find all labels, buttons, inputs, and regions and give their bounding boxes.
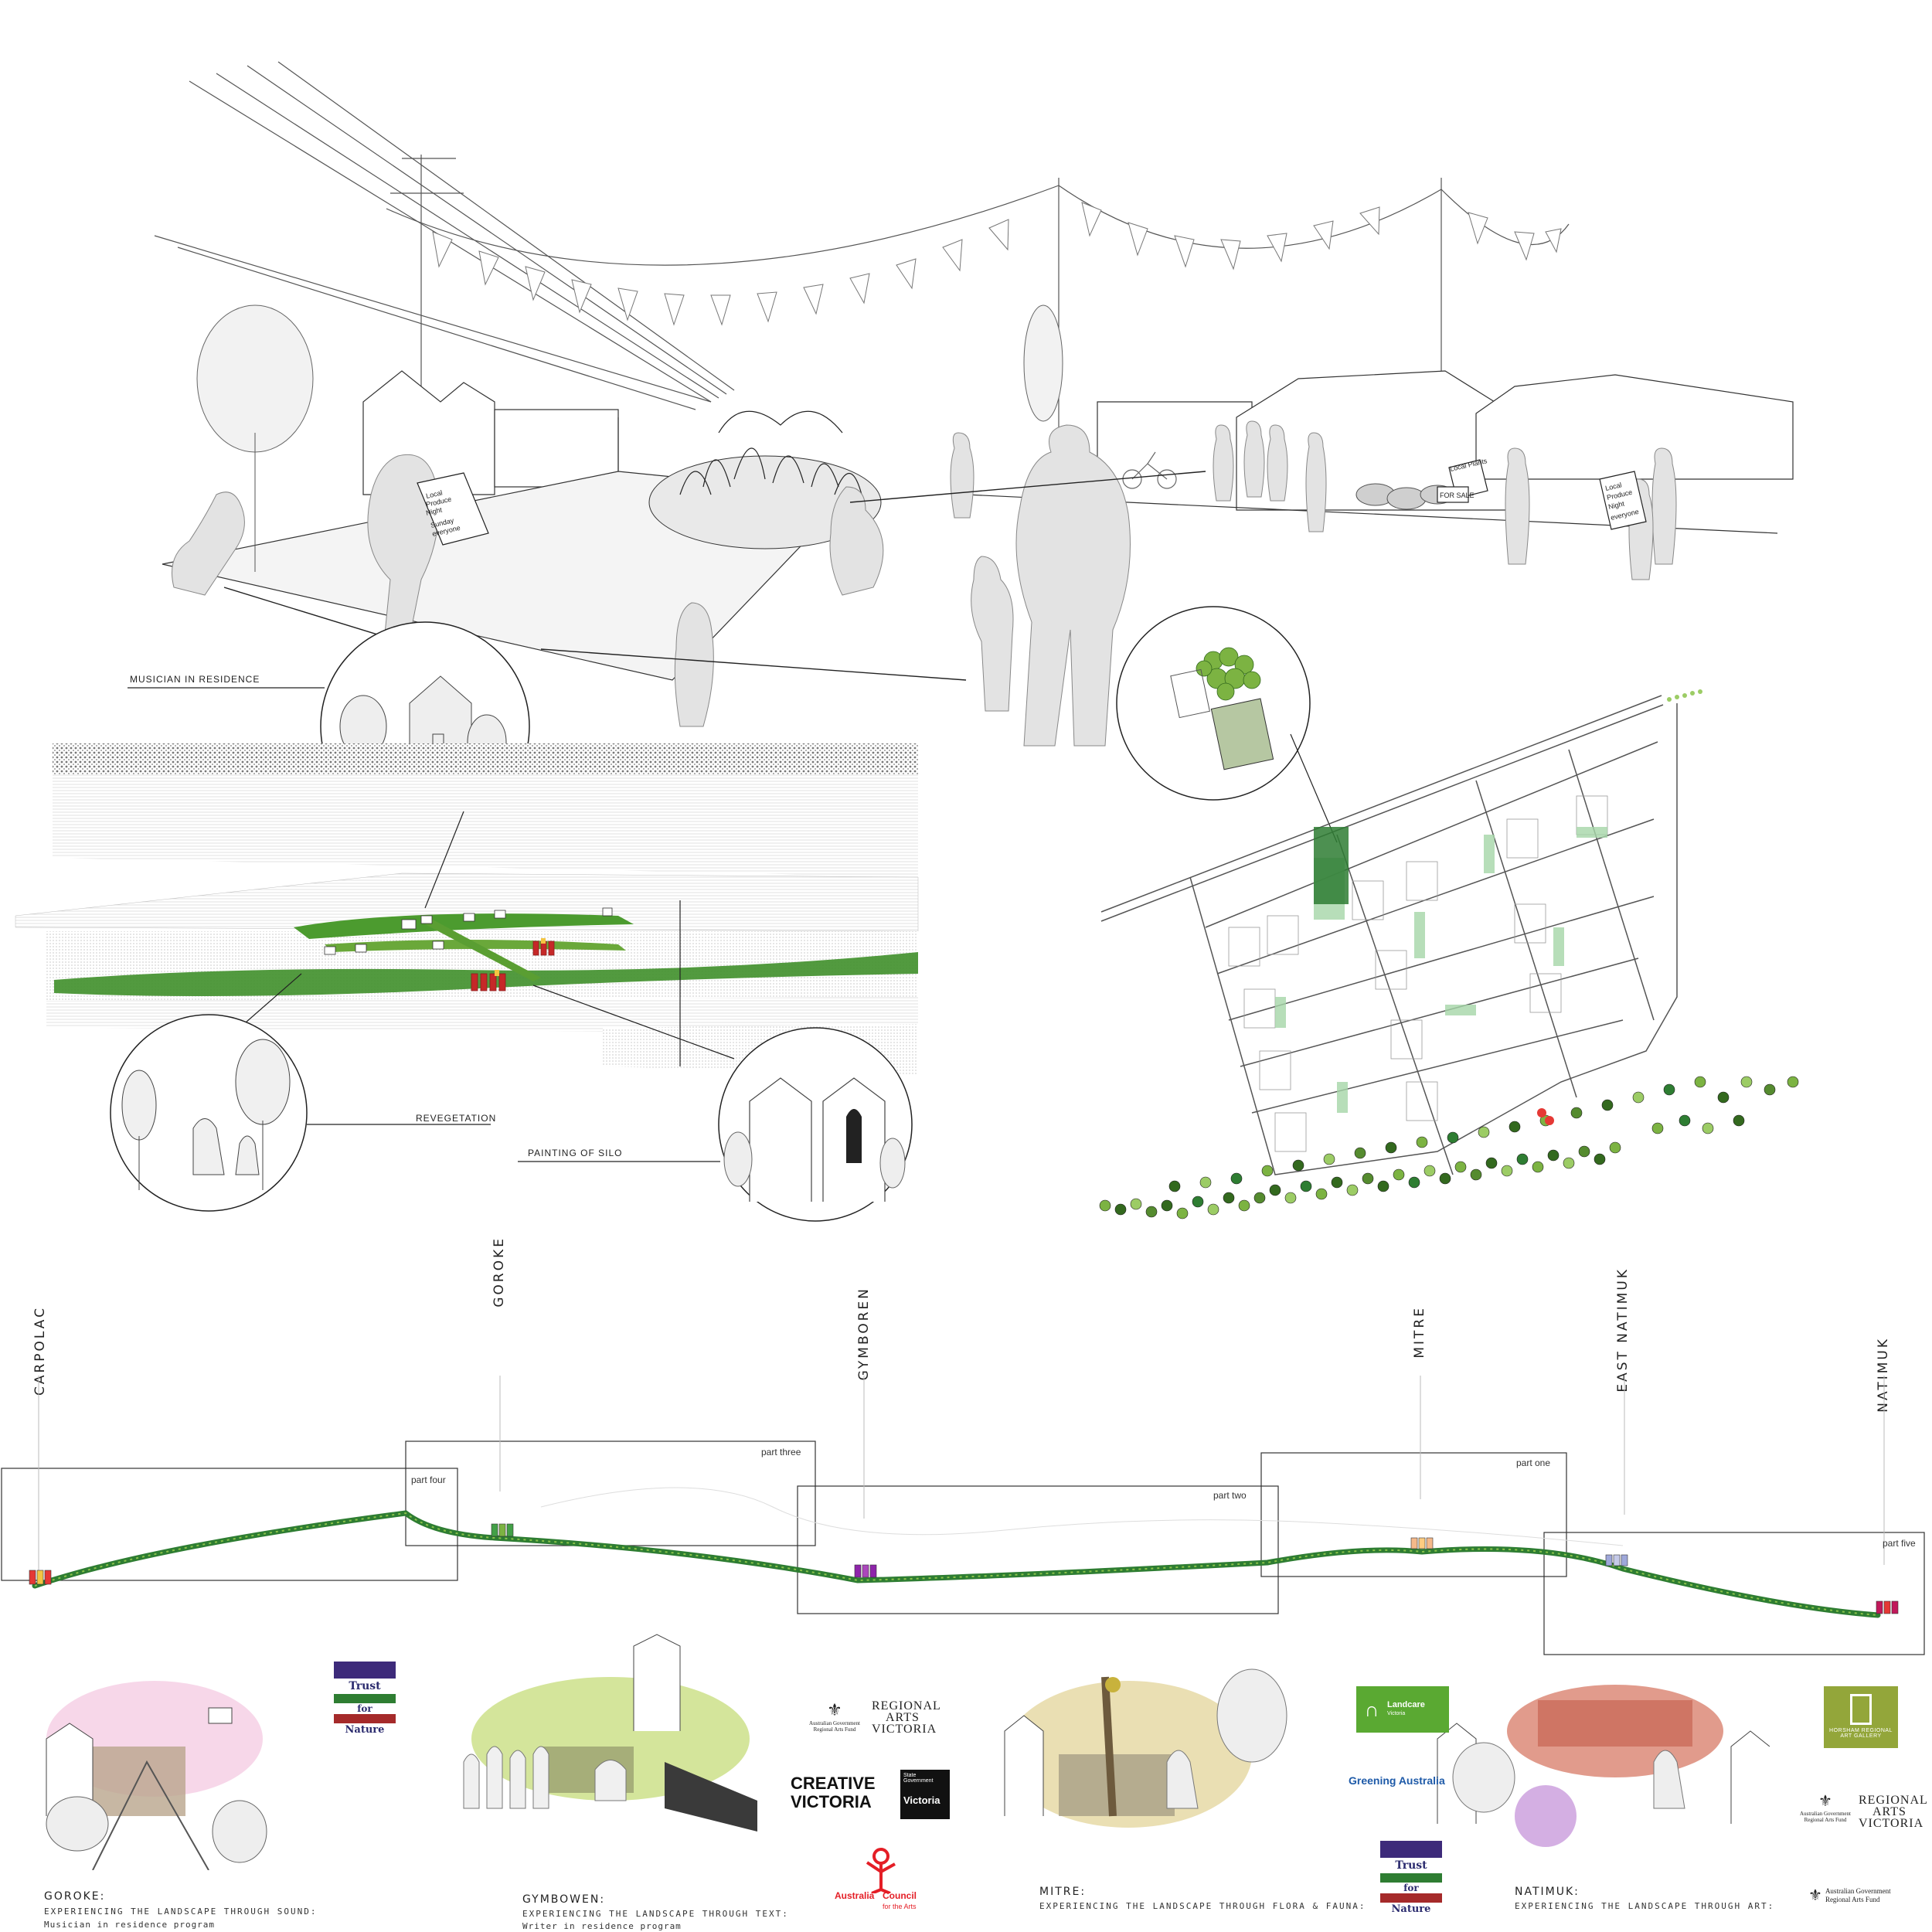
australian-government-logo-3: ⚜ Australian Government Regional Arts Fu… [1808,1886,1891,1905]
landcare-victoria-logo: ∩ Landcare Victoria [1356,1686,1449,1733]
regional-arts-victoria-logo: REGIONAL ARTS VICTORIA [872,1699,941,1736]
rav-line-1: REGIONAL [872,1699,941,1713]
nature-text: Nature [345,1724,385,1736]
sign-text: Night [425,505,443,517]
horsham-regional-art-gallery-logo: HORSHAM REGIONAL ART GALLERY [1824,1686,1898,1748]
natimuk-art-collage [1437,1685,1770,1847]
caption-theme-goroke: EXPERIENCING THE LANDSCAPE THROUGH SOUND… [44,1906,318,1917]
horsham-text: HORSHAM REGIONAL ART GALLERY [1829,1728,1893,1739]
town-label-mitre: MITRE [1412,1306,1427,1359]
trust-for-nature-logo-2: Trust for Nature [1380,1841,1442,1926]
gallery-building-icon [1850,1694,1872,1725]
silo-detail-circle [518,1027,913,1222]
victoria-text: VICTORIA [791,1792,872,1811]
coat-of-arms-icon: ⚜ [827,1700,842,1719]
regional-arts-victoria-logo-2: REGIONAL ARTS VICTORIA [1859,1794,1928,1830]
regional-arts-fund-text: Regional Arts Fund [1825,1895,1880,1903]
sign-text: FOR SALE [1440,492,1475,499]
sign-text: Local [425,488,443,500]
trust-text: Trust [1395,1859,1427,1872]
rav-line-2: ARTS [1872,1805,1906,1818]
state-government-victoria-logo: State Government Victoria [900,1770,950,1819]
caption-title-goroke: GOROKE: [44,1890,106,1903]
gymbowen-text-collage [463,1634,757,1832]
caption-title-gymbowen: GYMBOWEN: [522,1893,606,1906]
street-perspective-sketch: Local Produce Night Sunday everyone Loca… [154,61,1794,747]
mitre-flora-fauna-collage [1004,1668,1287,1828]
for-text: for [357,1703,372,1714]
australia-council-figure-icon [866,1848,896,1893]
rav-line-1: REGIONAL [1859,1794,1928,1807]
caption-program-gymbowen: Writer in residence program [522,1921,682,1931]
creative-text: CREATIVE [791,1774,876,1793]
part-label-two: part two [1213,1490,1247,1501]
for-the-arts-text: for the Arts [883,1903,917,1910]
aus-gov-text: Australian Government [1800,1811,1851,1817]
landcare-text: Landcare [1387,1700,1425,1709]
state-text: State [903,1773,917,1778]
caption-title-natimuk: NATIMUK: [1515,1886,1580,1898]
regional-arts-fund-text: Regional Arts Fund [813,1726,856,1733]
town-label-east-natimuk: EAST NATIMUK [1615,1267,1631,1393]
part-label-four: part four [411,1475,446,1485]
part-label-three: part three [761,1447,801,1458]
part-label-five: part five [1883,1538,1916,1549]
creative-victoria-logo: CREATIVE VICTORIA [791,1774,876,1811]
caption-theme-mitre: EXPERIENCING THE LANDSCAPE THROUGH FLORA… [1039,1901,1366,1911]
town-label-gymboren: GYMBOREN [856,1287,872,1381]
trust-for-nature-logo: Trust for Nature [334,1662,396,1747]
rav-line-3: VICTORIA [872,1723,937,1736]
australia-council-logo: Australia Council for the Arts [835,1847,927,1917]
regional-arts-fund-text: Regional Arts Fund [1804,1817,1847,1823]
greening-australia-text: Greening Australia [1349,1774,1445,1787]
council-text: Council [883,1890,917,1901]
revegetation-detail-circle [110,1014,491,1212]
victoria-text: Victoria [903,1794,940,1806]
nature-text: Nature [1391,1903,1431,1915]
government-text: Government [903,1778,934,1784]
aus-gov-text: Australian Government [809,1720,860,1726]
caption-theme-natimuk: EXPERIENCING THE LANDSCAPE THROUGH ART: [1515,1901,1775,1911]
rav-line-3: VICTORIA [1859,1817,1924,1830]
callout-musician-in-residence: MUSICIAN IN RESIDENCE [130,674,260,685]
coat-of-arms-icon: ⚜ [1808,1887,1822,1904]
callout-revegetation: REVEGETATION [416,1113,497,1124]
australian-government-logo: ⚜ Australian Government Regional Arts Fu… [804,1700,866,1733]
goroke-sound-collage [46,1681,267,1870]
town-label-goroke: GOROKE [492,1236,507,1308]
sign-text: Night [1607,499,1625,511]
sign-text: Local [1604,481,1622,492]
landcare-victoria-text: Victoria [1387,1711,1406,1716]
town-plan [1099,606,1799,1219]
australia-text: Australia [835,1890,875,1901]
aus-gov-text: Australian Government [1825,1886,1891,1895]
caption-title-mitre: MITRE: [1039,1886,1087,1898]
callout-painting-of-silo: PAINTING OF SILO [528,1148,623,1158]
landcare-hands-icon: ∩ [1364,1697,1379,1721]
coat-of-arms-icon: ⚜ [1818,1793,1832,1810]
caption-program-goroke: Musician in residence program [44,1920,216,1930]
route-elevation-section [1,1376,1925,1655]
caption-theme-gymbowen: EXPERIENCING THE LANDSCAPE THROUGH TEXT: [522,1909,789,1919]
part-label-one: part one [1516,1458,1551,1468]
for-text: for [1403,1883,1419,1893]
trust-text: Trust [349,1680,381,1692]
greening-australia-logo: Greening Australia [1349,1774,1445,1787]
australian-government-logo-2: ⚜ Australian Government Regional Arts Fu… [1794,1791,1856,1823]
rav-line-2: ARTS [886,1711,920,1724]
